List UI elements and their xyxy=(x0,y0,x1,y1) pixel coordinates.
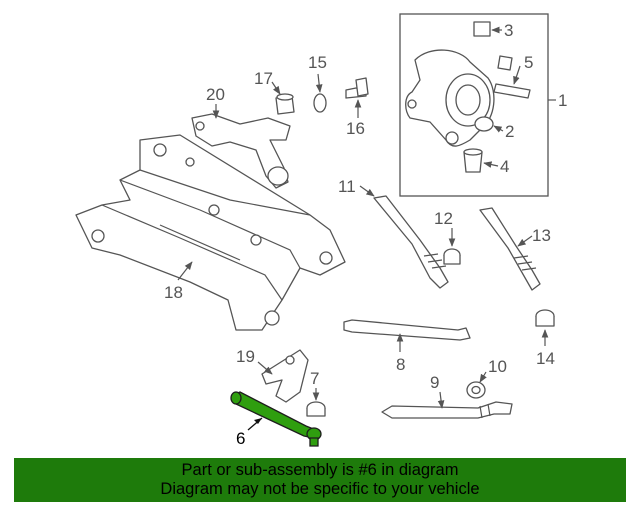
bolt-16 xyxy=(345,77,369,118)
callout-4: 4 xyxy=(500,157,509,176)
bushing-7 xyxy=(306,388,326,417)
callout-8: 8 xyxy=(396,355,405,374)
callout-2: 2 xyxy=(505,122,514,141)
callout-7: 7 xyxy=(310,369,319,388)
notice-banner: Part or sub-assembly is #6 in diagram Di… xyxy=(14,458,626,502)
knuckle-assembly xyxy=(399,13,556,197)
bushing-17 xyxy=(271,81,295,115)
callout-15: 15 xyxy=(308,53,327,72)
callout-5: 5 xyxy=(524,53,533,72)
bushing-14 xyxy=(535,309,555,346)
callout-16: 16 xyxy=(346,119,365,138)
banner-line-1: Part or sub-assembly is #6 in diagram xyxy=(181,461,459,479)
callout-14: 14 xyxy=(536,349,555,368)
washer-15 xyxy=(313,73,327,113)
control-arm-13 xyxy=(479,207,541,291)
callout-6: 6 xyxy=(236,429,245,448)
callout-12: 12 xyxy=(434,209,453,228)
parts-diagram: 1 2 3 4 5 6 7 8 9 10 11 12 13 14 15 16 1… xyxy=(75,13,567,448)
bushing-12 xyxy=(443,228,461,265)
callout-20: 20 xyxy=(206,85,225,104)
bracket-19 xyxy=(257,349,309,403)
callout-19: 19 xyxy=(236,347,255,366)
callout-11: 11 xyxy=(338,177,356,196)
differential-mount-bracket xyxy=(191,104,291,189)
callout-18: 18 xyxy=(164,283,183,302)
banner-line-2: Diagram may not be specific to your vehi… xyxy=(160,480,480,498)
lateral-rod-8 xyxy=(343,319,471,352)
callout-10: 10 xyxy=(488,357,507,376)
callout-13: 13 xyxy=(532,226,551,245)
callout-1: 1 xyxy=(558,91,567,110)
callout-3: 3 xyxy=(504,21,513,40)
callout-17: 17 xyxy=(254,69,273,88)
nut-10 xyxy=(466,371,487,399)
rear-subframe xyxy=(75,134,346,331)
callout-9: 9 xyxy=(430,373,439,392)
control-arm-11 xyxy=(359,185,449,289)
trailing-link-9 xyxy=(381,391,513,419)
highlighted-part-6[interactable] xyxy=(230,391,322,447)
